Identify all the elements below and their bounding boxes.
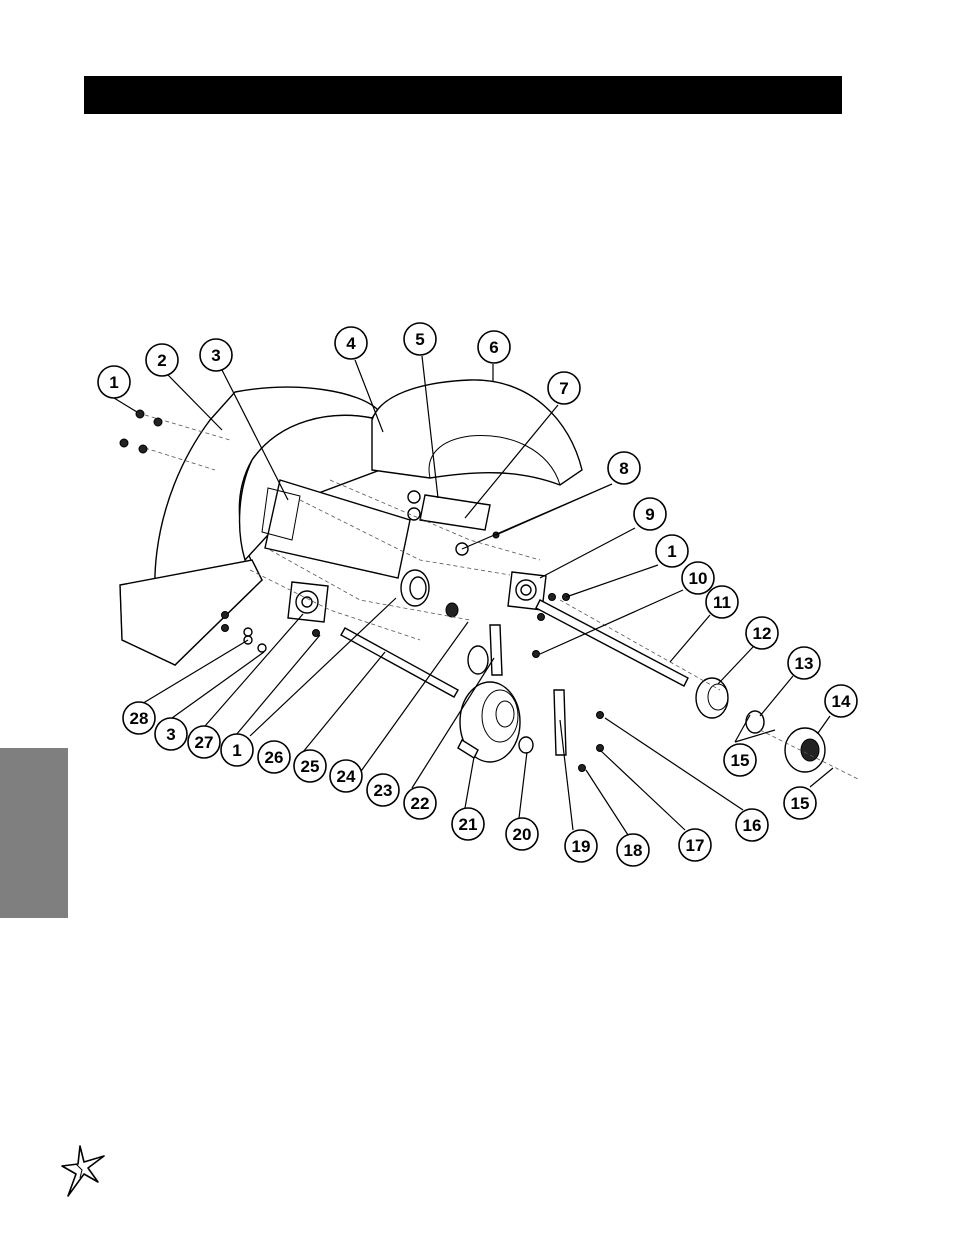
callout-21: 21 (451, 807, 485, 841)
svg-text:10: 10 (689, 569, 708, 588)
callout-3-a: 3 (199, 338, 233, 372)
svg-text:22: 22 (411, 794, 430, 813)
svg-text:25: 25 (301, 757, 320, 776)
leader-lines (113, 355, 834, 836)
svg-text:5: 5 (415, 330, 424, 349)
callout-16: 16 (735, 808, 769, 842)
svg-text:27: 27 (195, 733, 214, 752)
callout-18: 18 (616, 833, 650, 867)
callout-8: 8 (607, 451, 641, 485)
svg-text:2: 2 (157, 351, 166, 370)
parts-drawing (119, 379, 861, 781)
star-logo-icon (61, 1145, 105, 1197)
callout-25: 25 (293, 749, 327, 783)
callouts: 1 2 3 4 5 6 7 8 9 1 10 11 12 13 14 15 15… (97, 322, 858, 867)
callout-17: 17 (678, 828, 712, 862)
svg-text:14: 14 (832, 692, 851, 711)
svg-text:3: 3 (211, 346, 220, 365)
svg-text:28: 28 (130, 709, 149, 728)
callout-9: 9 (633, 497, 667, 531)
svg-text:7: 7 (559, 379, 568, 398)
svg-text:1: 1 (667, 542, 676, 561)
svg-text:20: 20 (513, 825, 532, 844)
callout-24: 24 (329, 759, 363, 793)
callout-27: 27 (187, 725, 221, 759)
svg-text:26: 26 (265, 748, 284, 767)
svg-text:1: 1 (232, 741, 241, 760)
callout-23: 23 (366, 773, 400, 807)
svg-text:1: 1 (109, 373, 118, 392)
callout-5: 5 (403, 322, 437, 356)
svg-text:23: 23 (374, 781, 393, 800)
svg-text:16: 16 (743, 816, 762, 835)
callout-12: 12 (745, 616, 779, 650)
callout-1-c: 1 (220, 733, 254, 767)
svg-text:24: 24 (337, 767, 356, 786)
svg-text:3: 3 (166, 725, 175, 744)
callout-7: 7 (547, 371, 581, 405)
svg-text:17: 17 (686, 836, 705, 855)
callout-1-a: 1 (97, 365, 131, 399)
callout-11: 11 (705, 585, 739, 619)
svg-text:6: 6 (489, 338, 498, 357)
callout-15-a: 15 (723, 743, 757, 777)
callout-14: 14 (824, 684, 858, 718)
svg-text:12: 12 (753, 624, 772, 643)
callout-15-b: 15 (783, 786, 817, 820)
callout-26: 26 (257, 740, 291, 774)
callout-10: 10 (681, 561, 715, 595)
header-bar (84, 76, 842, 114)
side-tab (0, 748, 68, 918)
callout-20: 20 (505, 817, 539, 851)
svg-text:15: 15 (731, 751, 750, 770)
svg-text:15: 15 (791, 794, 810, 813)
svg-text:9: 9 (645, 505, 654, 524)
svg-text:13: 13 (795, 654, 814, 673)
svg-text:21: 21 (459, 815, 478, 834)
svg-text:8: 8 (619, 459, 628, 478)
callout-19: 19 (564, 829, 598, 863)
callout-6: 6 (477, 330, 511, 364)
callout-4: 4 (334, 326, 368, 360)
callout-28: 28 (122, 701, 156, 735)
callout-3-b: 3 (154, 717, 188, 751)
svg-text:18: 18 (624, 841, 643, 860)
callout-1-b: 1 (655, 534, 689, 568)
svg-text:4: 4 (346, 334, 356, 353)
svg-text:19: 19 (572, 837, 591, 856)
callout-2: 2 (145, 343, 179, 377)
svg-text:11: 11 (713, 593, 731, 612)
callout-13: 13 (787, 646, 821, 680)
callout-22: 22 (403, 786, 437, 820)
